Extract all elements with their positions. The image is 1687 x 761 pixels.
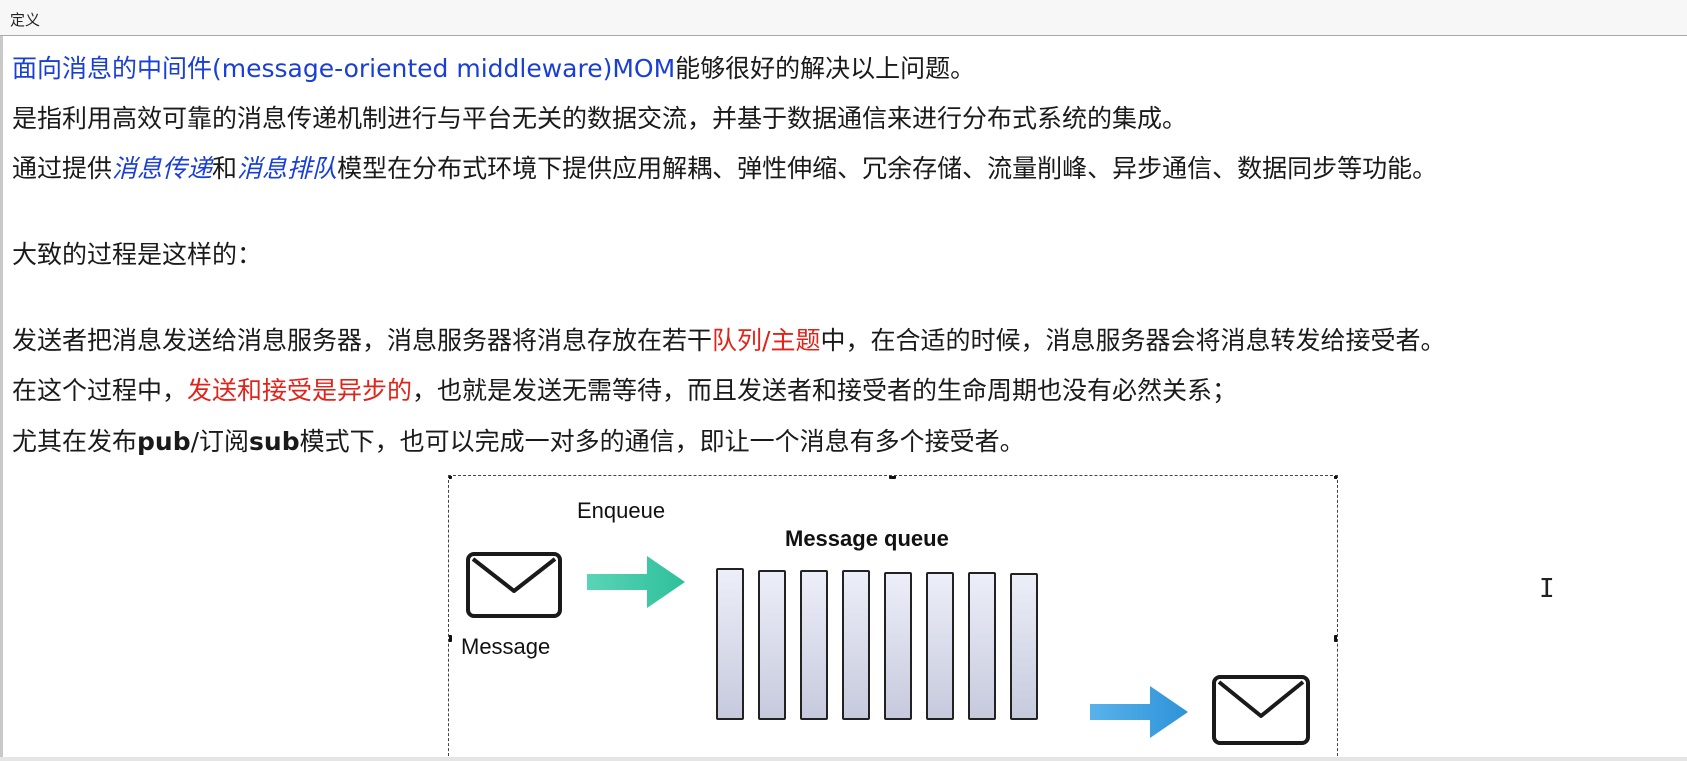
resize-handle-middle-right[interactable] xyxy=(1334,635,1337,642)
paragraph-definition[interactable]: 面向消息的中间件(message-oriented middleware)MOM… xyxy=(12,54,975,84)
features-text-c: 模型在分布式环境下提供应用解耦、弹性伸缩、冗余存储、流量削峰、异步通信、数据同步… xyxy=(337,154,1438,183)
mom-term: 面向消息的中间件(message-oriented middleware)MOM xyxy=(12,54,676,83)
term-message-queuing: 消息排队 xyxy=(237,154,338,183)
features-text-b: 和 xyxy=(212,154,238,183)
bottom-edge xyxy=(0,757,1687,761)
paragraph-description[interactable]: 是指利用高效可靠的消息传递机制进行与平台无关的数据交流，并基于数据通信来进行分布… xyxy=(12,104,1187,134)
queue-slot xyxy=(758,570,786,720)
term-queue-topic: 队列/主题 xyxy=(712,326,821,355)
message-queue-diagram[interactable]: Message Enqueue Message queue xyxy=(448,475,1338,761)
queue-slot xyxy=(842,570,870,720)
process-flow-text-a: 发送者把消息发送给消息服务器，消息服务器将消息存放在若干 xyxy=(12,326,713,355)
queue-slot xyxy=(926,572,954,720)
process-intro-text: 大致的过程是这样的： xyxy=(12,240,263,269)
document-content[interactable]: 面向消息的中间件(message-oriented middleware)MOM… xyxy=(0,36,1687,761)
paragraph-features[interactable]: 通过提供消息传递和消息排队模型在分布式环境下提供应用解耦、弹性伸缩、冗余存储、流… xyxy=(12,154,1437,184)
pubsub-text-c: 模式下，也可以完成一对多的通信，即让一个消息有多个接受者。 xyxy=(299,427,1025,456)
paragraph-pubsub[interactable]: 尤其在发布pub/订阅sub模式下，也可以完成一对多的通信，即让一个消息有多个接… xyxy=(12,427,1025,457)
enqueue-label: Enqueue xyxy=(577,498,666,523)
resize-handle-top-right[interactable] xyxy=(1334,476,1337,479)
envelope-icon xyxy=(1212,675,1310,745)
resize-handle-top-middle[interactable] xyxy=(889,476,896,479)
process-flow-text-b: 中，在合适的时候，消息服务器会将消息转发给接受者。 xyxy=(820,326,1446,355)
resize-handle-middle-left[interactable] xyxy=(449,635,452,642)
title-bar: 定义 xyxy=(0,0,1687,36)
text-cursor-icon: I xyxy=(1539,574,1555,604)
paragraph-process-flow[interactable]: 发送者把消息发送给消息服务器，消息服务器将消息存放在若干队列/主题中，在合适的时… xyxy=(12,326,1445,356)
pubsub-text-b: /订阅 xyxy=(190,427,250,456)
paragraph-definition-rest: 能够很好的解决以上问题。 xyxy=(675,54,976,83)
term-sub: sub xyxy=(249,427,300,456)
pubsub-text-a: 尤其在发布 xyxy=(12,427,138,456)
queue-slot xyxy=(884,572,912,720)
async-text-a: 在这个过程中， xyxy=(12,376,188,405)
async-text-b: ，也就是发送无需等待，而且发送者和接受者的生命周期也没有必然关系； xyxy=(412,376,1238,405)
queue-slot xyxy=(968,572,996,720)
arrow-right-icon xyxy=(587,556,685,608)
window-title: 定义 xyxy=(10,11,41,29)
paragraph-process-intro[interactable]: 大致的过程是这样的： xyxy=(12,240,262,270)
left-margin-border xyxy=(0,36,3,761)
term-message-passing: 消息传递 xyxy=(112,154,213,183)
features-text-a: 通过提供 xyxy=(12,154,113,183)
queue-slot xyxy=(1010,573,1038,720)
term-async: 发送和接受是异步的 xyxy=(187,376,413,405)
paragraph-async[interactable]: 在这个过程中，发送和接受是异步的，也就是发送无需等待，而且发送者和接受者的生命周… xyxy=(12,376,1237,406)
paragraph-description-text: 是指利用高效可靠的消息传递机制进行与平台无关的数据交流，并基于数据通信来进行分布… xyxy=(12,104,1188,133)
arrow-right-icon xyxy=(1090,686,1188,738)
resize-handle-top-left[interactable] xyxy=(449,476,452,479)
queue-slot xyxy=(800,570,828,720)
queue-slot xyxy=(716,568,744,720)
envelope-icon xyxy=(466,552,562,618)
message-label: Message xyxy=(461,634,551,659)
message-queue-label: Message queue xyxy=(785,526,949,551)
term-pub: pub xyxy=(137,427,191,456)
